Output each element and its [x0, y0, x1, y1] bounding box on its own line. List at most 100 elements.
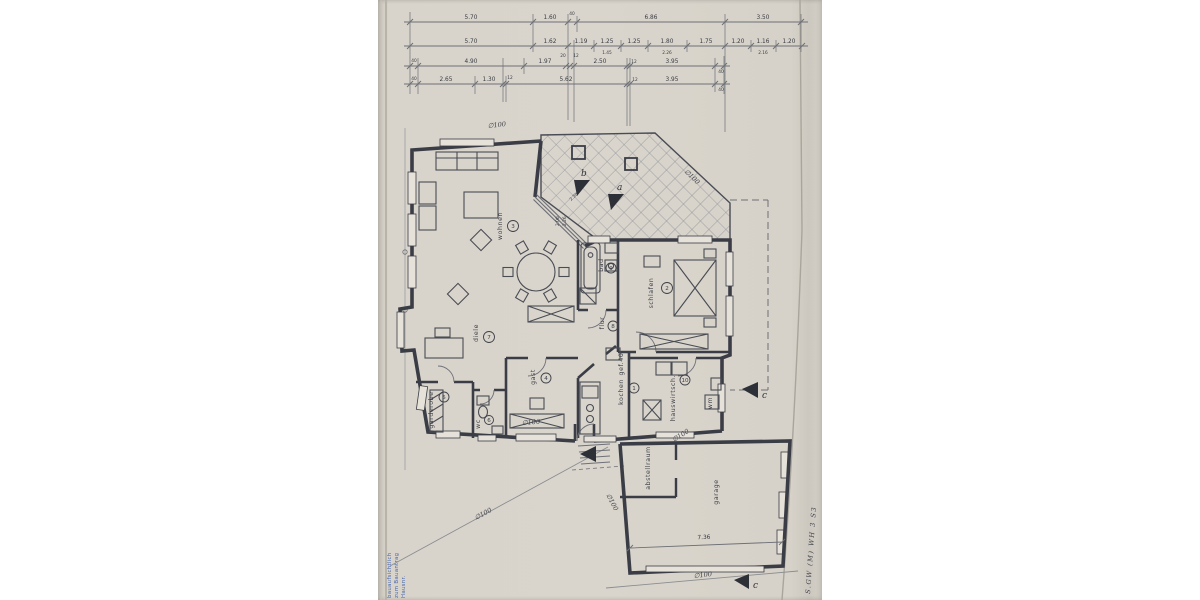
room-label-hauswirtschaft: hauswirtsch.: [670, 375, 677, 421]
floorplan-drawing: 5.70 1.60 40 6.86 3.50 5.70 1.62 1.19 1.…: [380, 0, 818, 600]
roof-overhang-dashed: [730, 199, 769, 391]
dim-label: 40: [569, 11, 575, 17]
washing-machine-label: wm: [707, 397, 714, 409]
bed-gast: [509, 397, 565, 429]
room-number: 1: [632, 386, 636, 392]
room-number: 10: [681, 378, 689, 384]
dim-label: 5.70: [465, 39, 478, 45]
section-arrow-a: [608, 194, 624, 210]
dim-label: 2.50: [594, 59, 607, 65]
pipe-note: ∅100: [473, 506, 493, 522]
room-number: 3: [511, 224, 515, 230]
dim-label: 1.97: [539, 59, 552, 65]
dim-label: 1.80: [661, 39, 674, 45]
pipe-note: ∅100: [604, 492, 620, 512]
terrace-planter: [571, 145, 586, 160]
dining-table: [502, 240, 570, 303]
dim-sublabel: 1.45: [602, 50, 612, 56]
sofa: [435, 151, 499, 171]
dim-label: 1.16: [757, 39, 770, 45]
stamp-line-2: zum Bauantrag: [394, 553, 400, 598]
dim-label: 20: [560, 53, 566, 59]
corner-window-wall: [533, 194, 587, 249]
dim-label: 1.25: [601, 39, 614, 45]
room-number: 5: [442, 395, 446, 401]
wardrobe-schlafen: [639, 333, 709, 350]
bed-schlafen: [643, 248, 717, 328]
section-markers: b a c c: [574, 169, 767, 591]
dim-label: 2.65: [440, 77, 453, 83]
terrace-planter: [624, 157, 638, 171]
dim-label: 3.50: [757, 15, 770, 21]
section-arrow-c2: [734, 574, 749, 589]
dim-label: 1.20: [732, 39, 745, 45]
dim-label: 5.62: [560, 77, 573, 83]
dim-label: 40: [718, 69, 724, 75]
stamp-line-1: bauaufsichtlich: [387, 553, 393, 598]
room-labels: wohnen 3 schlafen 2 bad 9 flur 8 diele 7…: [428, 212, 720, 505]
entrance: [571, 443, 625, 471]
terrace-diag-dim: 2.30: [568, 191, 579, 202]
dim-sublabel: 2.16: [758, 50, 768, 56]
corner-dim-bottom: 2.26: [562, 216, 568, 226]
shelf-units: [418, 181, 437, 231]
dim-label: 40: [411, 58, 417, 64]
dim-label: 1.75: [700, 39, 713, 45]
stamp-line-3: Hausnr.: [401, 575, 407, 598]
armchair: [469, 228, 493, 252]
room-label-flur: flur: [599, 317, 606, 330]
section-arrow-c: [742, 382, 758, 398]
section-label-c2: c: [753, 581, 758, 591]
garage-door: [645, 565, 765, 573]
approval-stamp: bauaufsichtlich zum Bauantrag Hausnr.: [387, 553, 407, 598]
room-label-wohnen: wohnen: [497, 212, 504, 240]
kochen-prefix: gef.40: [618, 353, 625, 376]
dim-sublabel: 2.26: [662, 50, 672, 56]
garage-width-dim: 7.36: [697, 535, 710, 541]
section-label-b: b: [581, 169, 587, 179]
room-label-schlafen: schlafen: [648, 278, 655, 309]
room-label-abstellraum: abstellraum: [645, 446, 652, 490]
armchair: [446, 282, 470, 306]
sideboard: [527, 305, 575, 323]
pipe-note: ∅100: [693, 570, 712, 580]
wc-toilet: [476, 395, 504, 435]
dim-label: 1.62: [544, 39, 557, 45]
room-number: 9: [609, 266, 613, 272]
room-label-garderobe: garderobe: [428, 391, 435, 428]
dim-label: 6.86: [645, 15, 658, 21]
margin-handwriting: S.GW (M) WH 3 S3: [804, 506, 818, 594]
dim-label: 12: [573, 53, 579, 59]
dim-label: 12: [632, 77, 638, 83]
room-label-gast: gast: [530, 369, 537, 385]
bathtub: [580, 242, 601, 294]
corner-dim-top: 2.00: [555, 216, 561, 226]
coffee-table: [463, 191, 499, 219]
dim-label: 12: [631, 59, 637, 65]
dim-label: 1.19: [575, 39, 588, 45]
floorplan-scan: 5.70 1.60 40 6.86 3.50 5.70 1.62 1.19 1.…: [378, 0, 822, 600]
site-boundary-lines: [389, 128, 799, 589]
dim-label: 40: [718, 87, 724, 93]
dim-label: 1.20: [783, 39, 796, 45]
dim-label: 40: [411, 76, 417, 82]
garage-block: 7.36: [618, 439, 792, 575]
section-label-a: a: [617, 183, 622, 193]
room-number: 8: [611, 324, 615, 330]
shower: [579, 287, 597, 305]
room-label-garage: garage: [713, 479, 720, 504]
room-number: 2: [665, 286, 669, 292]
room-number: 7: [487, 335, 491, 341]
hauswirt-appliances: [642, 361, 722, 421]
margin-note-text: S.GW (M) WH 3 S3: [804, 506, 818, 594]
room-label-diele: diele: [473, 324, 480, 342]
entrance-arrow: [580, 446, 596, 462]
dim-label: 12: [507, 75, 513, 81]
pipe-note: ∅100: [522, 418, 541, 427]
dim-label: 1.30: [483, 77, 496, 83]
dim-label: 1.25: [628, 39, 641, 45]
kitchen-counter: [579, 347, 621, 435]
section-label-c: c: [762, 391, 767, 401]
dim-label: 5.70: [465, 15, 478, 21]
terrace: [540, 132, 769, 391]
